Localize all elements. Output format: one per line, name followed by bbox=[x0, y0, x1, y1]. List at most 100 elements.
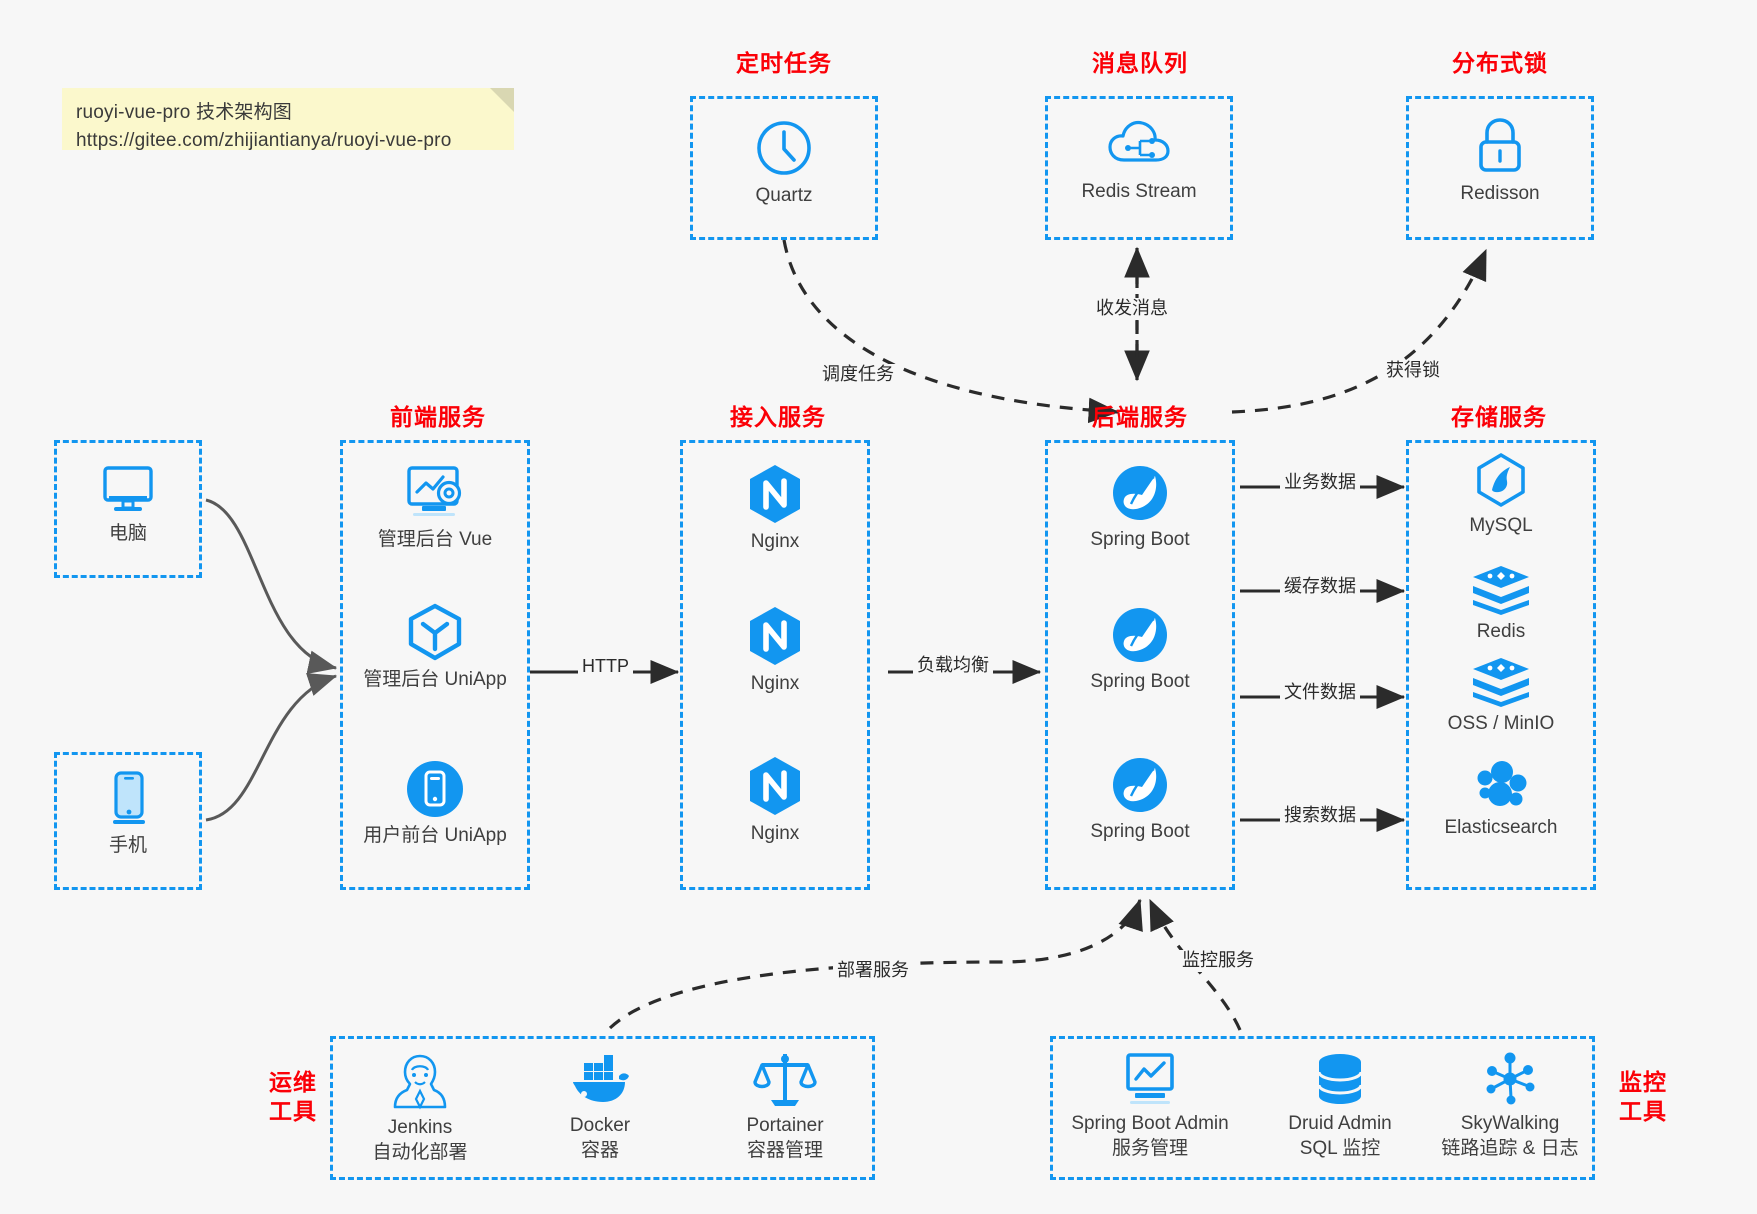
node-nginx-3[interactable]: Nginx bbox=[690, 754, 860, 847]
edge-desktop-to-frontend bbox=[205, 498, 338, 675]
node-label-redis-stream: Redis Stream bbox=[1081, 181, 1197, 202]
edge-label-acquire-lock: 获得锁 bbox=[1382, 360, 1444, 382]
docker-icon bbox=[573, 1055, 629, 1102]
node-label-mobile: 手机 bbox=[108, 835, 147, 856]
group-box-monitoring bbox=[1050, 1036, 1595, 1180]
nginx-icon bbox=[750, 757, 800, 815]
node-sublabel-druid-admin: SQL 监控 bbox=[1299, 1137, 1381, 1159]
node-spring-boot-1[interactable]: Spring Boot bbox=[1055, 462, 1225, 553]
node-sublabel-skywalking: 链路追踪 & 日志 bbox=[1441, 1137, 1579, 1159]
group-box-scheduler bbox=[690, 96, 878, 240]
database-icon bbox=[1317, 1054, 1363, 1104]
group-title-backend: 后端服务 bbox=[1092, 404, 1188, 430]
note-fold-corner bbox=[490, 88, 514, 112]
oss-minio-icon bbox=[1473, 658, 1529, 707]
node-redis[interactable]: Redis bbox=[1416, 560, 1586, 645]
node-admin-uniapp[interactable]: 管理后台 UniApp bbox=[350, 602, 520, 693]
node-redisson[interactable]: Redisson bbox=[1416, 114, 1584, 207]
redis-icon bbox=[1473, 566, 1529, 615]
node-nginx-1[interactable]: Nginx bbox=[690, 462, 860, 555]
edge-label-cache-data: 缓存数据 bbox=[1280, 576, 1360, 598]
edge-label-monitor-service: 监控服务 bbox=[1178, 950, 1258, 972]
node-label-nginx-2: Nginx bbox=[750, 673, 800, 694]
group-box-backend bbox=[1045, 440, 1235, 890]
node-label-desktop: 电脑 bbox=[108, 523, 147, 544]
note-url: https://gitee.com/zhijiantianya/ruoyi-vu… bbox=[76, 129, 452, 151]
spring-boot-icon bbox=[1113, 608, 1167, 662]
uniapp-hex-icon bbox=[408, 603, 462, 661]
node-admin-vue[interactable]: 管理后台 Vue bbox=[350, 462, 520, 553]
group-title-devops-line1: 运维 bbox=[269, 1069, 317, 1095]
mobile-circle-icon bbox=[407, 761, 463, 817]
node-label-druid-admin: Druid Admin bbox=[1288, 1113, 1392, 1134]
node-label-nginx-3: Nginx bbox=[750, 823, 800, 844]
node-redis-stream[interactable]: Redis Stream bbox=[1055, 116, 1223, 205]
node-mysql[interactable]: MySQL bbox=[1416, 452, 1586, 539]
node-sublabel-spring-boot-admin: 服务管理 bbox=[1111, 1137, 1188, 1159]
node-label-oss-minio: OSS / MinIO bbox=[1447, 713, 1555, 734]
edge-schedule-task bbox=[782, 239, 1120, 424]
edge-acquire-lock bbox=[1231, 248, 1488, 414]
nginx-icon bbox=[750, 465, 800, 523]
group-title-gateway: 接入服务 bbox=[730, 404, 826, 430]
group-box-mobile bbox=[54, 752, 202, 890]
node-label-redis: Redis bbox=[1476, 621, 1526, 642]
group-title-message-queue: 消息队列 bbox=[1092, 50, 1188, 76]
node-spring-boot-3[interactable]: Spring Boot bbox=[1055, 754, 1225, 845]
edge-label-file-data: 文件数据 bbox=[1280, 682, 1360, 704]
elasticsearch-icon bbox=[1477, 761, 1527, 806]
node-oss-minio[interactable]: OSS / MinIO bbox=[1416, 652, 1586, 737]
node-label-spring-boot-3: Spring Boot bbox=[1090, 821, 1190, 842]
edge-label-schedule-task: 调度任务 bbox=[818, 364, 898, 386]
jenkins-icon bbox=[393, 1054, 447, 1110]
node-label-nginx-1: Nginx bbox=[750, 531, 800, 552]
group-title-devops-line2: 工具 bbox=[269, 1097, 317, 1124]
node-label-spring-boot-admin: Spring Boot Admin bbox=[1071, 1113, 1229, 1134]
group-box-distributed-lock bbox=[1406, 96, 1594, 240]
clock-icon bbox=[757, 121, 811, 175]
nginx-icon bbox=[750, 607, 800, 665]
node-label-admin-vue: 管理后台 Vue bbox=[377, 529, 493, 550]
node-label-skywalking: SkyWalking bbox=[1460, 1113, 1560, 1134]
node-label-admin-uniapp: 管理后台 UniApp bbox=[363, 669, 507, 690]
edge-label-search-data: 搜索数据 bbox=[1280, 805, 1360, 827]
edge-label-http: HTTP bbox=[578, 656, 633, 678]
mobile-icon bbox=[113, 771, 145, 824]
group-title-storage: 存储服务 bbox=[1451, 404, 1547, 430]
group-title-devops: 运维 工具 bbox=[258, 1068, 328, 1126]
group-box-devops bbox=[330, 1036, 875, 1180]
node-label-mysql: MySQL bbox=[1469, 515, 1533, 536]
node-portainer[interactable]: Portainer 容器管理 bbox=[695, 1050, 875, 1163]
node-quartz[interactable]: Quartz bbox=[700, 116, 868, 209]
group-box-message-queue bbox=[1045, 96, 1233, 240]
dashboard-vue-icon bbox=[407, 466, 462, 516]
group-title-distributed-lock: 分布式锁 bbox=[1452, 50, 1548, 76]
node-docker[interactable]: Docker 容器 bbox=[510, 1050, 690, 1163]
node-elasticsearch[interactable]: Elasticsearch bbox=[1416, 756, 1586, 841]
node-nginx-2[interactable]: Nginx bbox=[690, 604, 860, 697]
node-spring-boot-2[interactable]: Spring Boot bbox=[1055, 604, 1225, 695]
node-druid-admin[interactable]: Druid Admin SQL 监控 bbox=[1250, 1050, 1430, 1161]
group-box-gateway bbox=[680, 440, 870, 890]
node-mobile[interactable]: 手机 bbox=[62, 768, 194, 859]
node-sublabel-docker: 容器 bbox=[580, 1139, 619, 1161]
node-spring-boot-admin[interactable]: Spring Boot Admin 服务管理 bbox=[1050, 1050, 1250, 1161]
desktop-icon bbox=[103, 466, 153, 511]
node-sublabel-portainer: 容器管理 bbox=[746, 1139, 823, 1161]
skywalking-icon bbox=[1486, 1052, 1535, 1105]
node-desktop[interactable]: 电脑 bbox=[62, 460, 194, 547]
portainer-icon bbox=[753, 1054, 817, 1106]
group-title-monitoring-line2: 工具 bbox=[1619, 1097, 1667, 1124]
lock-icon bbox=[1479, 118, 1521, 172]
edge-mobile-to-frontend bbox=[205, 673, 338, 822]
edge-label-business-data: 业务数据 bbox=[1280, 472, 1360, 494]
node-label-redisson: Redisson bbox=[1460, 183, 1540, 204]
node-skywalking[interactable]: SkyWalking 链路追踪 & 日志 bbox=[1415, 1050, 1605, 1161]
node-jenkins[interactable]: Jenkins 自动化部署 bbox=[330, 1050, 510, 1165]
monitor-chart-icon bbox=[1126, 1053, 1174, 1104]
edge-label-load-balance: 负载均衡 bbox=[913, 655, 993, 677]
node-label-docker: Docker bbox=[569, 1115, 631, 1136]
edge-label-send-receive-message: 收发消息 bbox=[1092, 298, 1172, 320]
node-user-uniapp[interactable]: 用户前台 UniApp bbox=[350, 758, 520, 849]
node-label-user-uniapp: 用户前台 UniApp bbox=[363, 825, 507, 846]
